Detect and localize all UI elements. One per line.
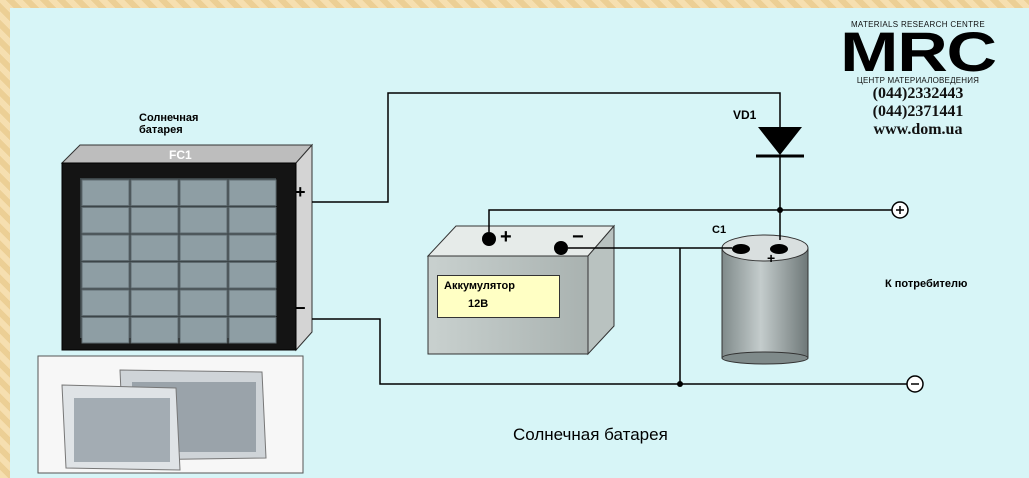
- solar-cell: [130, 262, 179, 289]
- solar-title-line2: батарея: [139, 124, 183, 136]
- solar-cell: [130, 289, 179, 316]
- solar-cell: [228, 317, 277, 344]
- accumulator-name: Аккумулятор: [444, 280, 515, 292]
- output-positive-terminal: [891, 201, 909, 219]
- accumulator-voltage: 12В: [468, 298, 489, 310]
- solar-cell: [179, 289, 228, 316]
- wires: [312, 92, 907, 385]
- logo-phone-1: (044)2332443: [872, 85, 964, 102]
- caption: Солнечная батарея: [513, 425, 668, 444]
- capacitor-label: C1: [712, 224, 727, 236]
- solar-cell: [81, 207, 130, 234]
- panel-minus-sign: −: [295, 298, 306, 318]
- panel-id-label: FC1: [169, 148, 192, 162]
- solar-cell: [228, 234, 277, 261]
- logo-wordmark: MRC: [840, 20, 997, 83]
- mrc-logo: MATERIALS RESEARCH CENTRE MRC ЦЕНТР МАТЕ…: [818, 20, 1018, 139]
- solar-cell: [228, 289, 277, 316]
- logo-subtitle: ЦЕНТР МАТЕРИАЛОВЕДЕНИЯ: [856, 76, 980, 85]
- solar-cell: [130, 317, 179, 344]
- logo-phone-2: (044)2371441: [872, 103, 964, 120]
- junction-dot: [777, 207, 783, 213]
- solar-cell: [130, 234, 179, 261]
- capacitor-positive-terminal: [770, 244, 788, 254]
- solar-cell: [179, 179, 228, 206]
- accumulator-positive-terminal: [482, 232, 496, 246]
- junction-dot: [677, 381, 683, 387]
- accumulator-plus-sign: +: [500, 226, 512, 248]
- accumulator-negative-terminal: [554, 241, 568, 255]
- solar-cell: [130, 179, 179, 206]
- solar-cell: [228, 179, 277, 206]
- solar-cell: [81, 234, 130, 261]
- solar-cell: [81, 317, 130, 344]
- solar-cell: [81, 289, 130, 316]
- solar-cell: [81, 262, 130, 289]
- solar-title-line1: Солнечная: [139, 112, 199, 124]
- capacitor: [721, 234, 809, 365]
- solar-cell: [228, 207, 277, 234]
- solar-panels-photo: [37, 355, 304, 474]
- logo-top-line: MATERIALS RESEARCH CENTRE: [850, 20, 986, 29]
- solar-cell: [179, 317, 228, 344]
- capacitor-plus-sign: +: [767, 250, 776, 266]
- panel-plus-sign: +: [295, 182, 306, 202]
- solar-cell: [130, 207, 179, 234]
- solar-cell: [179, 262, 228, 289]
- accumulator-label-plate: Аккумулятор 12В: [437, 275, 560, 318]
- solar-cell: [228, 262, 277, 289]
- accumulator-minus-sign: −: [572, 226, 584, 248]
- capacitor-negative-terminal: [732, 244, 750, 254]
- diode-label: VD1: [733, 108, 757, 122]
- solar-cell: [179, 234, 228, 261]
- logo-website: www.dom.ua: [873, 121, 963, 138]
- solar-cell: [179, 207, 228, 234]
- consumer-label: К потребителю: [885, 278, 968, 290]
- solar-cell: [81, 179, 130, 206]
- output-negative-terminal: [906, 375, 924, 393]
